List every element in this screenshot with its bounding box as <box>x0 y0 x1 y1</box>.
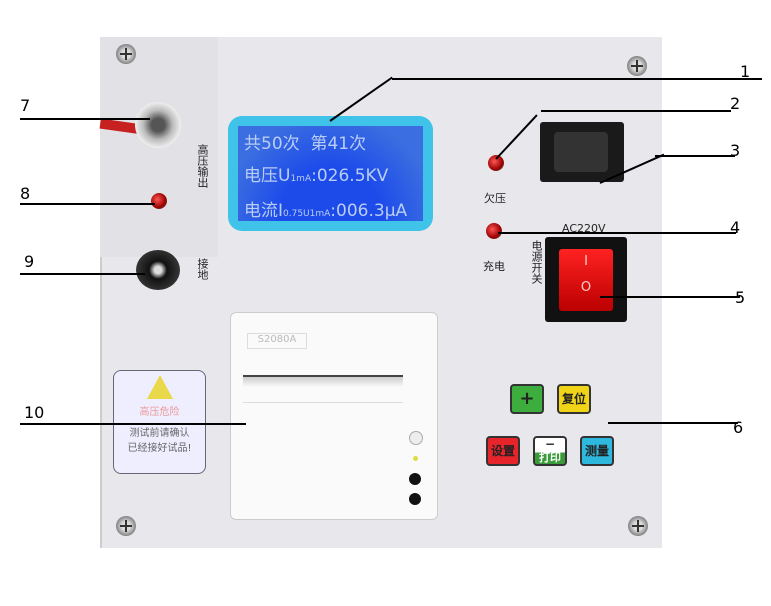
warning-line1: 测试前请确认 <box>129 428 190 439</box>
ac-power-socket[interactable] <box>540 122 624 182</box>
switch-on-mark: I <box>584 254 588 269</box>
charging-label: 充电 <box>483 260 505 273</box>
lcd-voltage-label: 电压U <box>244 166 291 186</box>
undervoltage-label: 欠压 <box>484 192 506 205</box>
screw-icon <box>116 44 136 64</box>
callout-line-1 <box>392 78 762 80</box>
set-button[interactable]: 设置 <box>486 436 520 466</box>
callout-2: 2 <box>730 94 741 113</box>
callout-3: 3 <box>730 141 741 160</box>
reset-button[interactable]: 复位 <box>557 384 591 414</box>
printer-knob <box>409 493 421 505</box>
lcd-voltage-sub: 1mA <box>290 174 312 184</box>
screw-icon <box>116 516 136 536</box>
callout-line-4 <box>498 232 736 234</box>
lcd-display: 共50次 第41次 电压U1mA:026.5KV 电流I0.75U1mA:006… <box>228 116 433 231</box>
callout-10: 10 <box>24 403 45 422</box>
charging-led <box>486 223 502 239</box>
printer-feed-button[interactable] <box>409 431 423 445</box>
lcd-voltage-value: :026.5KV <box>311 166 389 186</box>
hv-indicator-led <box>151 193 167 209</box>
printer-model: S2080A <box>247 333 307 349</box>
callout-1: 1 <box>740 62 751 81</box>
hv-output-gland <box>135 102 181 148</box>
undervoltage-led <box>488 155 504 171</box>
callout-9: 9 <box>24 252 35 271</box>
plus-button[interactable]: + <box>510 384 544 414</box>
warning-label: 高压危险 测试前请确认 已经接好试品! <box>113 370 206 474</box>
lcd-current-value: :006.3μA <box>330 201 408 221</box>
ground-label: 接地 <box>196 258 209 280</box>
callout-7: 7 <box>20 96 31 115</box>
warning-title: 高压危险 <box>139 407 180 418</box>
warning-icon <box>146 375 173 399</box>
printer-knob <box>409 473 421 485</box>
minus-print-button[interactable]: −打印 <box>533 436 567 466</box>
screw-icon <box>627 56 647 76</box>
print-label: 打印 <box>539 451 561 464</box>
measure-button[interactable]: 测量 <box>580 436 614 466</box>
lcd-current-sub: 0.75U1mA <box>283 209 331 219</box>
lcd-current-count: 第41次 <box>310 134 367 154</box>
callout-5: 5 <box>735 288 746 307</box>
switch-off-mark: O <box>580 280 592 295</box>
hv-output-label: 高压输出 <box>196 144 209 188</box>
callout-line-5 <box>600 296 740 298</box>
callout-line-6 <box>608 422 738 424</box>
callout-line-2 <box>541 110 731 112</box>
callout-line-3 <box>655 155 735 157</box>
callout-4: 4 <box>730 218 741 237</box>
callout-line-10 <box>20 423 246 425</box>
lcd-total-count: 共50次 <box>244 134 300 154</box>
warning-line2: 已经接好试品! <box>127 443 192 454</box>
thermal-printer: S2080A <box>230 312 438 520</box>
ac-label: AC220V <box>562 222 606 235</box>
callout-6: 6 <box>733 418 744 437</box>
callout-line-8 <box>20 203 155 205</box>
screw-icon <box>628 516 648 536</box>
callout-8: 8 <box>20 184 31 203</box>
minus-label: − <box>544 437 556 451</box>
callout-line-7 <box>20 118 150 120</box>
printer-led <box>413 456 418 461</box>
power-switch-label: 电源开关 <box>530 240 543 284</box>
paper-slot <box>243 375 403 403</box>
callout-line-9 <box>20 273 145 275</box>
lcd-current-label: 电流I <box>244 201 284 221</box>
ground-terminal[interactable] <box>136 250 180 290</box>
